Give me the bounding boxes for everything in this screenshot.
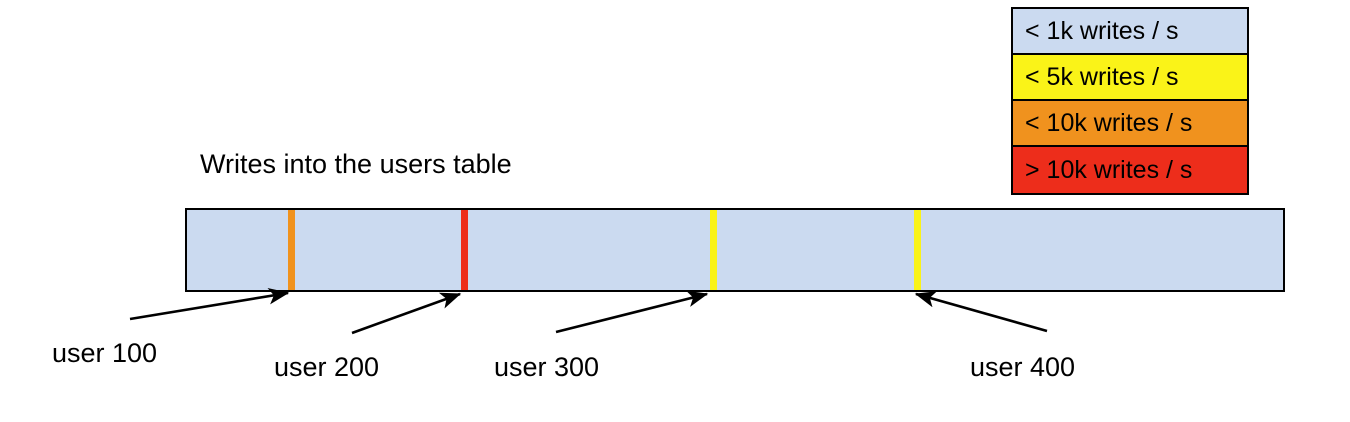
chart-title: Writes into the users table — [200, 149, 512, 179]
legend-item-lt-5k: < 5k writes / s — [1013, 55, 1247, 101]
arrow-user-100 — [129, 287, 290, 321]
legend-item-label: < 1k writes / s — [1025, 16, 1179, 45]
marker-user-400 — [914, 210, 921, 290]
marker-user-300 — [710, 210, 717, 290]
legend-item-lt-10k: < 10k writes / s — [1013, 101, 1247, 147]
arrow-user-400 — [914, 291, 1048, 333]
label-user-200: user 200 — [274, 352, 380, 382]
legend-item-gt-10k: > 10k writes / s — [1013, 147, 1247, 193]
marker-user-200 — [461, 210, 468, 290]
label-user-400: user 400 — [970, 352, 1076, 382]
marker-user-100 — [288, 210, 295, 290]
arrow-user-300 — [555, 290, 709, 334]
arrow-user-200 — [351, 292, 462, 335]
label-user-100: user 100 — [52, 338, 158, 368]
label-user-300: user 300 — [494, 352, 600, 382]
legend-item-label: < 10k writes / s — [1025, 108, 1193, 137]
legend-item-lt-1k: < 1k writes / s — [1013, 9, 1247, 55]
legend-item-label: > 10k writes / s — [1025, 155, 1193, 184]
legend-item-label: < 5k writes / s — [1025, 62, 1179, 91]
legend: < 1k writes / s < 5k writes / s < 10k wr… — [1011, 7, 1249, 195]
users-table-band — [185, 208, 1285, 292]
